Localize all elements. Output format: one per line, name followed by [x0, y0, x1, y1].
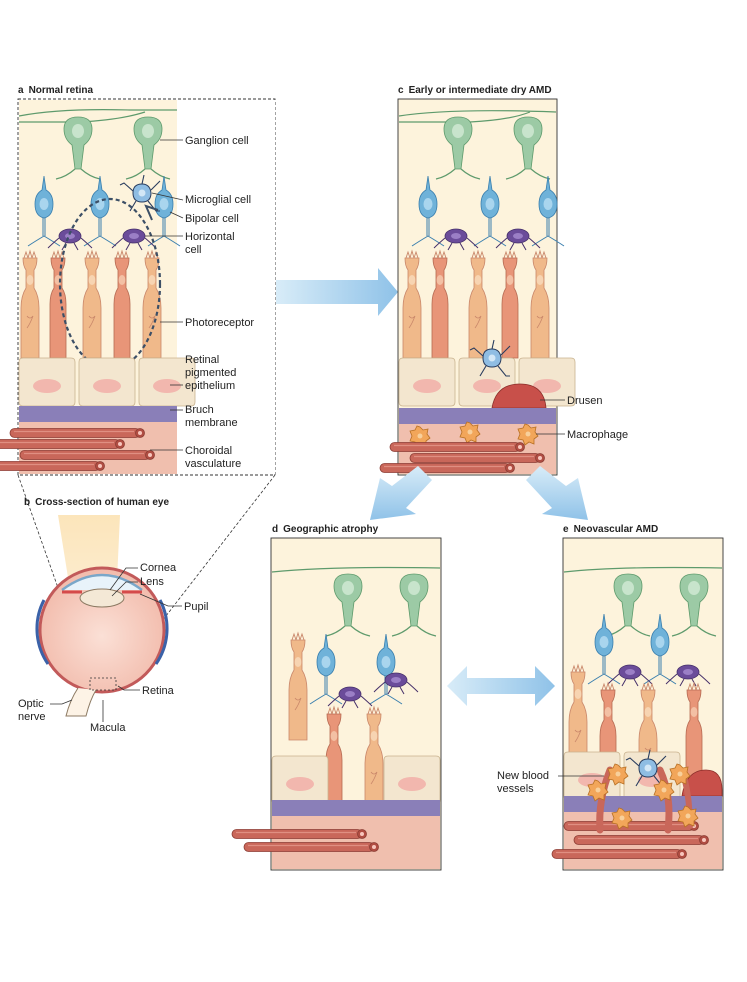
label-retina: Retina — [142, 685, 175, 697]
label-lens: Lens — [140, 576, 164, 588]
arrow-d-e — [447, 666, 555, 706]
label-drusen: Drusen — [567, 395, 602, 407]
arrow-a-to-c — [276, 268, 398, 316]
label-cornea: Cornea — [140, 562, 177, 574]
label-choroidal-1: Choroidal — [185, 445, 232, 457]
label-new-blood-vessels-1: New blood — [497, 770, 549, 782]
label-bipolar-cell: Bipolar cell — [185, 213, 239, 225]
label-microglial-cell: Microglial cell — [185, 194, 251, 206]
arrow-c-to-d — [370, 466, 432, 520]
label-horizontal-cell-1: Horizontal — [185, 231, 235, 243]
label-bruch-2: membrane — [185, 417, 238, 429]
label-ganglion-cell: Ganglion cell — [185, 135, 249, 147]
label-optic-1: Optic — [18, 698, 44, 710]
label-macula: Macula — [90, 722, 126, 734]
arrow-c-to-e — [526, 466, 588, 520]
label-rpe-1: Retinal — [185, 354, 219, 366]
label-pupil: Pupil — [184, 601, 208, 613]
label-new-blood-vessels-2: vessels — [497, 783, 534, 795]
label-photoreceptor: Photoreceptor — [185, 317, 254, 329]
label-rpe-2: pigmented — [185, 367, 236, 379]
label-rpe-3: epithelium — [185, 380, 235, 392]
zoom-lines — [17, 474, 276, 679]
label-bruch-1: Bruch — [185, 404, 214, 416]
label-macrophage: Macrophage — [567, 429, 628, 441]
label-choroidal-2: vasculature — [185, 458, 241, 470]
label-horizontal-cell-2: cell — [185, 244, 202, 256]
label-optic-2: nerve — [18, 711, 46, 723]
